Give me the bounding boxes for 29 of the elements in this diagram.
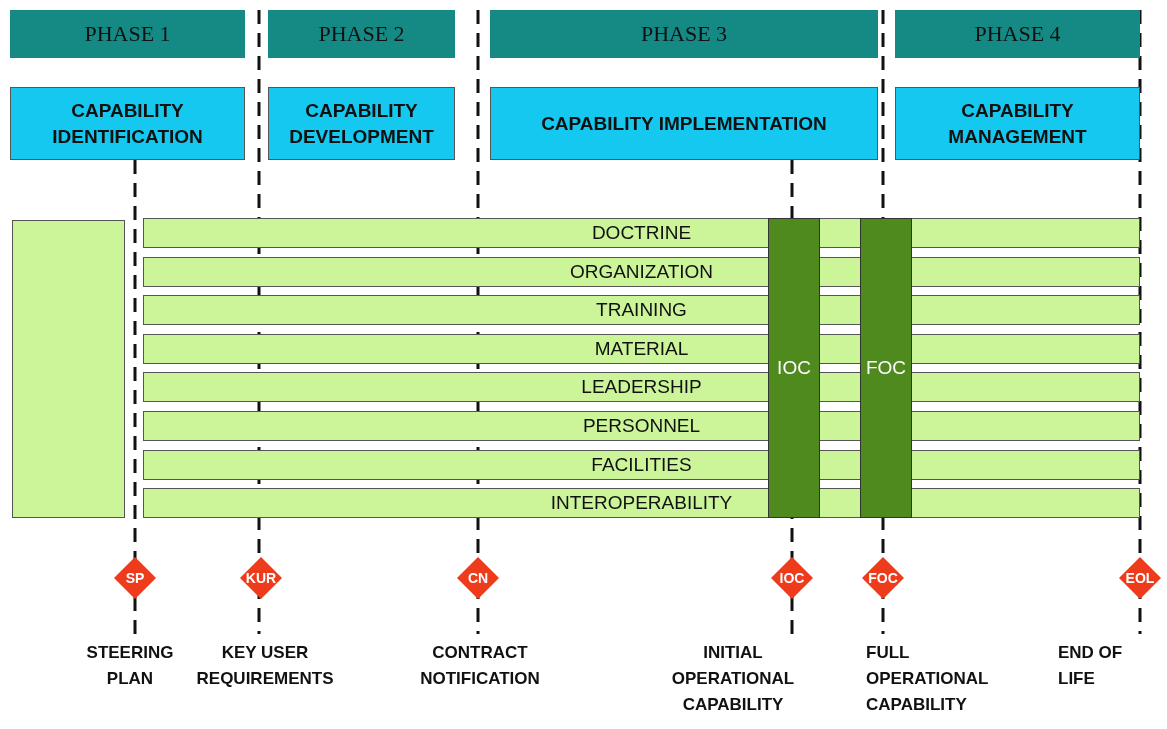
milestone-code: SP — [125, 570, 145, 586]
milestone-caption: KEY USER REQUIREMENTS — [195, 642, 335, 690]
milestone-caption: FULL OPERATIONAL CAPABILITY — [866, 642, 990, 716]
domain-bar: INTEROPERABILITY — [143, 488, 1140, 519]
milestone-code: CN — [467, 570, 489, 586]
phase-header: PHASE 1 — [10, 10, 245, 58]
empty-box — [12, 220, 125, 518]
milestone-caption: CONTRACT NOTIFICATION — [419, 642, 541, 690]
milestone-bar: IOC — [768, 218, 820, 518]
phase-header: PHASE 4 — [895, 10, 1140, 58]
domain-bar: DOCTRINE — [143, 218, 1140, 248]
phase-header: PHASE 3 — [490, 10, 878, 58]
stage-box: CAPABILITY IMPLEMENTATION — [490, 87, 878, 160]
domain-bar: TRAINING — [143, 295, 1140, 326]
milestone-caption: END OF LIFE — [1058, 642, 1124, 690]
milestone-code: IOC — [779, 570, 805, 586]
stage-box: CAPABILITY MANAGEMENT — [895, 87, 1140, 160]
milestone-code: FOC — [868, 570, 898, 586]
milestone-code: EOL — [1125, 570, 1155, 586]
milestone-caption: INITIAL OPERATIONAL CAPABILITY — [670, 642, 796, 716]
domain-bar: FACILITIES — [143, 449, 1140, 480]
stage-box: CAPABILITY IDENTIFICATION — [10, 87, 245, 160]
milestone-code: KUR — [245, 570, 277, 586]
milestone-bar: FOC — [860, 218, 912, 518]
domain-bar: PERSONNEL — [143, 411, 1140, 441]
stage-box: CAPABILITY DEVELOPMENT — [268, 87, 455, 160]
milestone-caption: STEERING PLAN — [85, 642, 175, 690]
domain-bar: ORGANIZATION — [143, 256, 1140, 287]
phase-header: PHASE 2 — [268, 10, 455, 58]
